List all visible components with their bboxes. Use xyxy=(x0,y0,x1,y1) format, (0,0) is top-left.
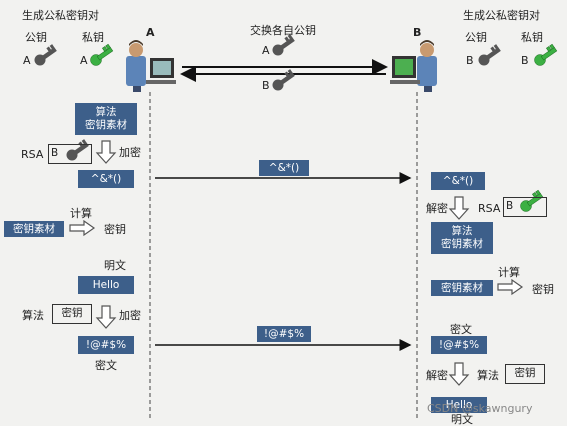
exchanged-key-a-icon xyxy=(272,34,295,56)
left-cipher-box-2: !@#$% xyxy=(78,336,134,354)
public-key-b-icon xyxy=(478,44,501,66)
right-algorithm-label: 算法 xyxy=(477,369,499,382)
left-title: 生成公私密钥对 xyxy=(22,9,99,22)
computer-b-icon xyxy=(390,40,437,92)
right-title: 生成公私密钥对 xyxy=(463,9,540,22)
private-key-b-icon xyxy=(534,43,558,66)
right-public-key-label: 公钥 xyxy=(465,31,487,44)
right-algo-line: 算法 xyxy=(451,225,473,237)
left-plaintext-box: Hello xyxy=(78,276,134,294)
right-secret-key-label: 密钥 xyxy=(532,283,554,296)
watermark: CSDN @skawngury xyxy=(427,402,533,415)
left-down-arrow-1 xyxy=(95,140,117,164)
left-compute-label: 计算 xyxy=(70,207,92,220)
right-cipher-box-1: ^&*() xyxy=(431,172,485,190)
private-key-a-icon xyxy=(90,43,114,66)
right-cipher-box-2: !@#$% xyxy=(431,336,487,354)
right-decrypt-label-2: 解密 xyxy=(426,369,448,382)
right-rsa-bracket: B xyxy=(503,197,547,217)
exchanged-key-b-icon xyxy=(272,69,295,91)
right-down-arrow-1 xyxy=(448,196,470,220)
left-algorithm-label: 算法 xyxy=(22,309,44,322)
message-box-1: ^&*() xyxy=(259,160,309,176)
left-public-key-letter: A xyxy=(23,54,31,67)
left-material-box: 密钥素材 xyxy=(4,221,64,237)
right-ciphertext-label: 密文 xyxy=(450,323,472,336)
left-rsa-bracket: B xyxy=(48,144,92,164)
right-right-arrow xyxy=(497,278,524,296)
right-plaintext-label: 明文 xyxy=(451,413,473,426)
left-material-line: 密钥素材 xyxy=(85,119,127,131)
right-material-line: 密钥素材 xyxy=(441,238,483,250)
left-plaintext-label: 明文 xyxy=(104,259,126,272)
left-private-key-label: 私钥 xyxy=(82,31,104,44)
exchange-key-b-letter: B xyxy=(262,79,270,92)
right-decrypt-label-1: 解密 xyxy=(426,202,448,215)
right-rsa-label: RSA xyxy=(478,202,501,215)
right-private-key-label: 私钥 xyxy=(521,31,543,44)
message-box-2: !@#$% xyxy=(257,326,311,342)
left-encrypt-label-2: 加密 xyxy=(119,309,141,322)
left-secret-key-label: 密钥 xyxy=(104,223,126,236)
right-public-key-letter: B xyxy=(466,54,474,67)
left-encrypt-label-1: 加密 xyxy=(119,146,141,159)
exchange-key-a-letter: A xyxy=(262,44,270,57)
right-plaintext-box: Hello xyxy=(431,397,487,413)
right-private-key-letter: B xyxy=(521,54,529,67)
left-cipher-box-1: ^&*() xyxy=(78,170,134,188)
label-b: B xyxy=(413,26,422,39)
left-ciphertext-label: 密文 xyxy=(95,359,117,372)
left-algo-line: 算法 xyxy=(95,106,117,118)
left-rsa-key-letter: B xyxy=(51,147,59,159)
right-algo-material-box: 算法 密钥素材 xyxy=(431,222,493,254)
right-compute-label: 计算 xyxy=(498,266,520,279)
left-key-bracket: 密钥 xyxy=(52,304,92,324)
left-rsa-label: RSA xyxy=(21,148,44,161)
left-public-key-label: 公钥 xyxy=(25,31,47,44)
exchange-title: 交换各自公钥 xyxy=(250,24,316,37)
computer-a-icon xyxy=(126,40,176,92)
left-private-key-letter: A xyxy=(80,54,88,67)
left-right-arrow xyxy=(69,219,96,237)
left-algo-material-box: 算法 密钥素材 xyxy=(75,103,137,135)
label-a: A xyxy=(146,26,155,39)
right-material-box: 密钥素材 xyxy=(431,280,493,296)
right-rsa-key-letter: B xyxy=(506,200,514,212)
right-down-arrow-2 xyxy=(448,362,470,386)
left-down-arrow-2 xyxy=(95,305,117,329)
right-key-bracket: 密钥 xyxy=(505,364,545,384)
public-key-a-icon xyxy=(34,44,57,66)
